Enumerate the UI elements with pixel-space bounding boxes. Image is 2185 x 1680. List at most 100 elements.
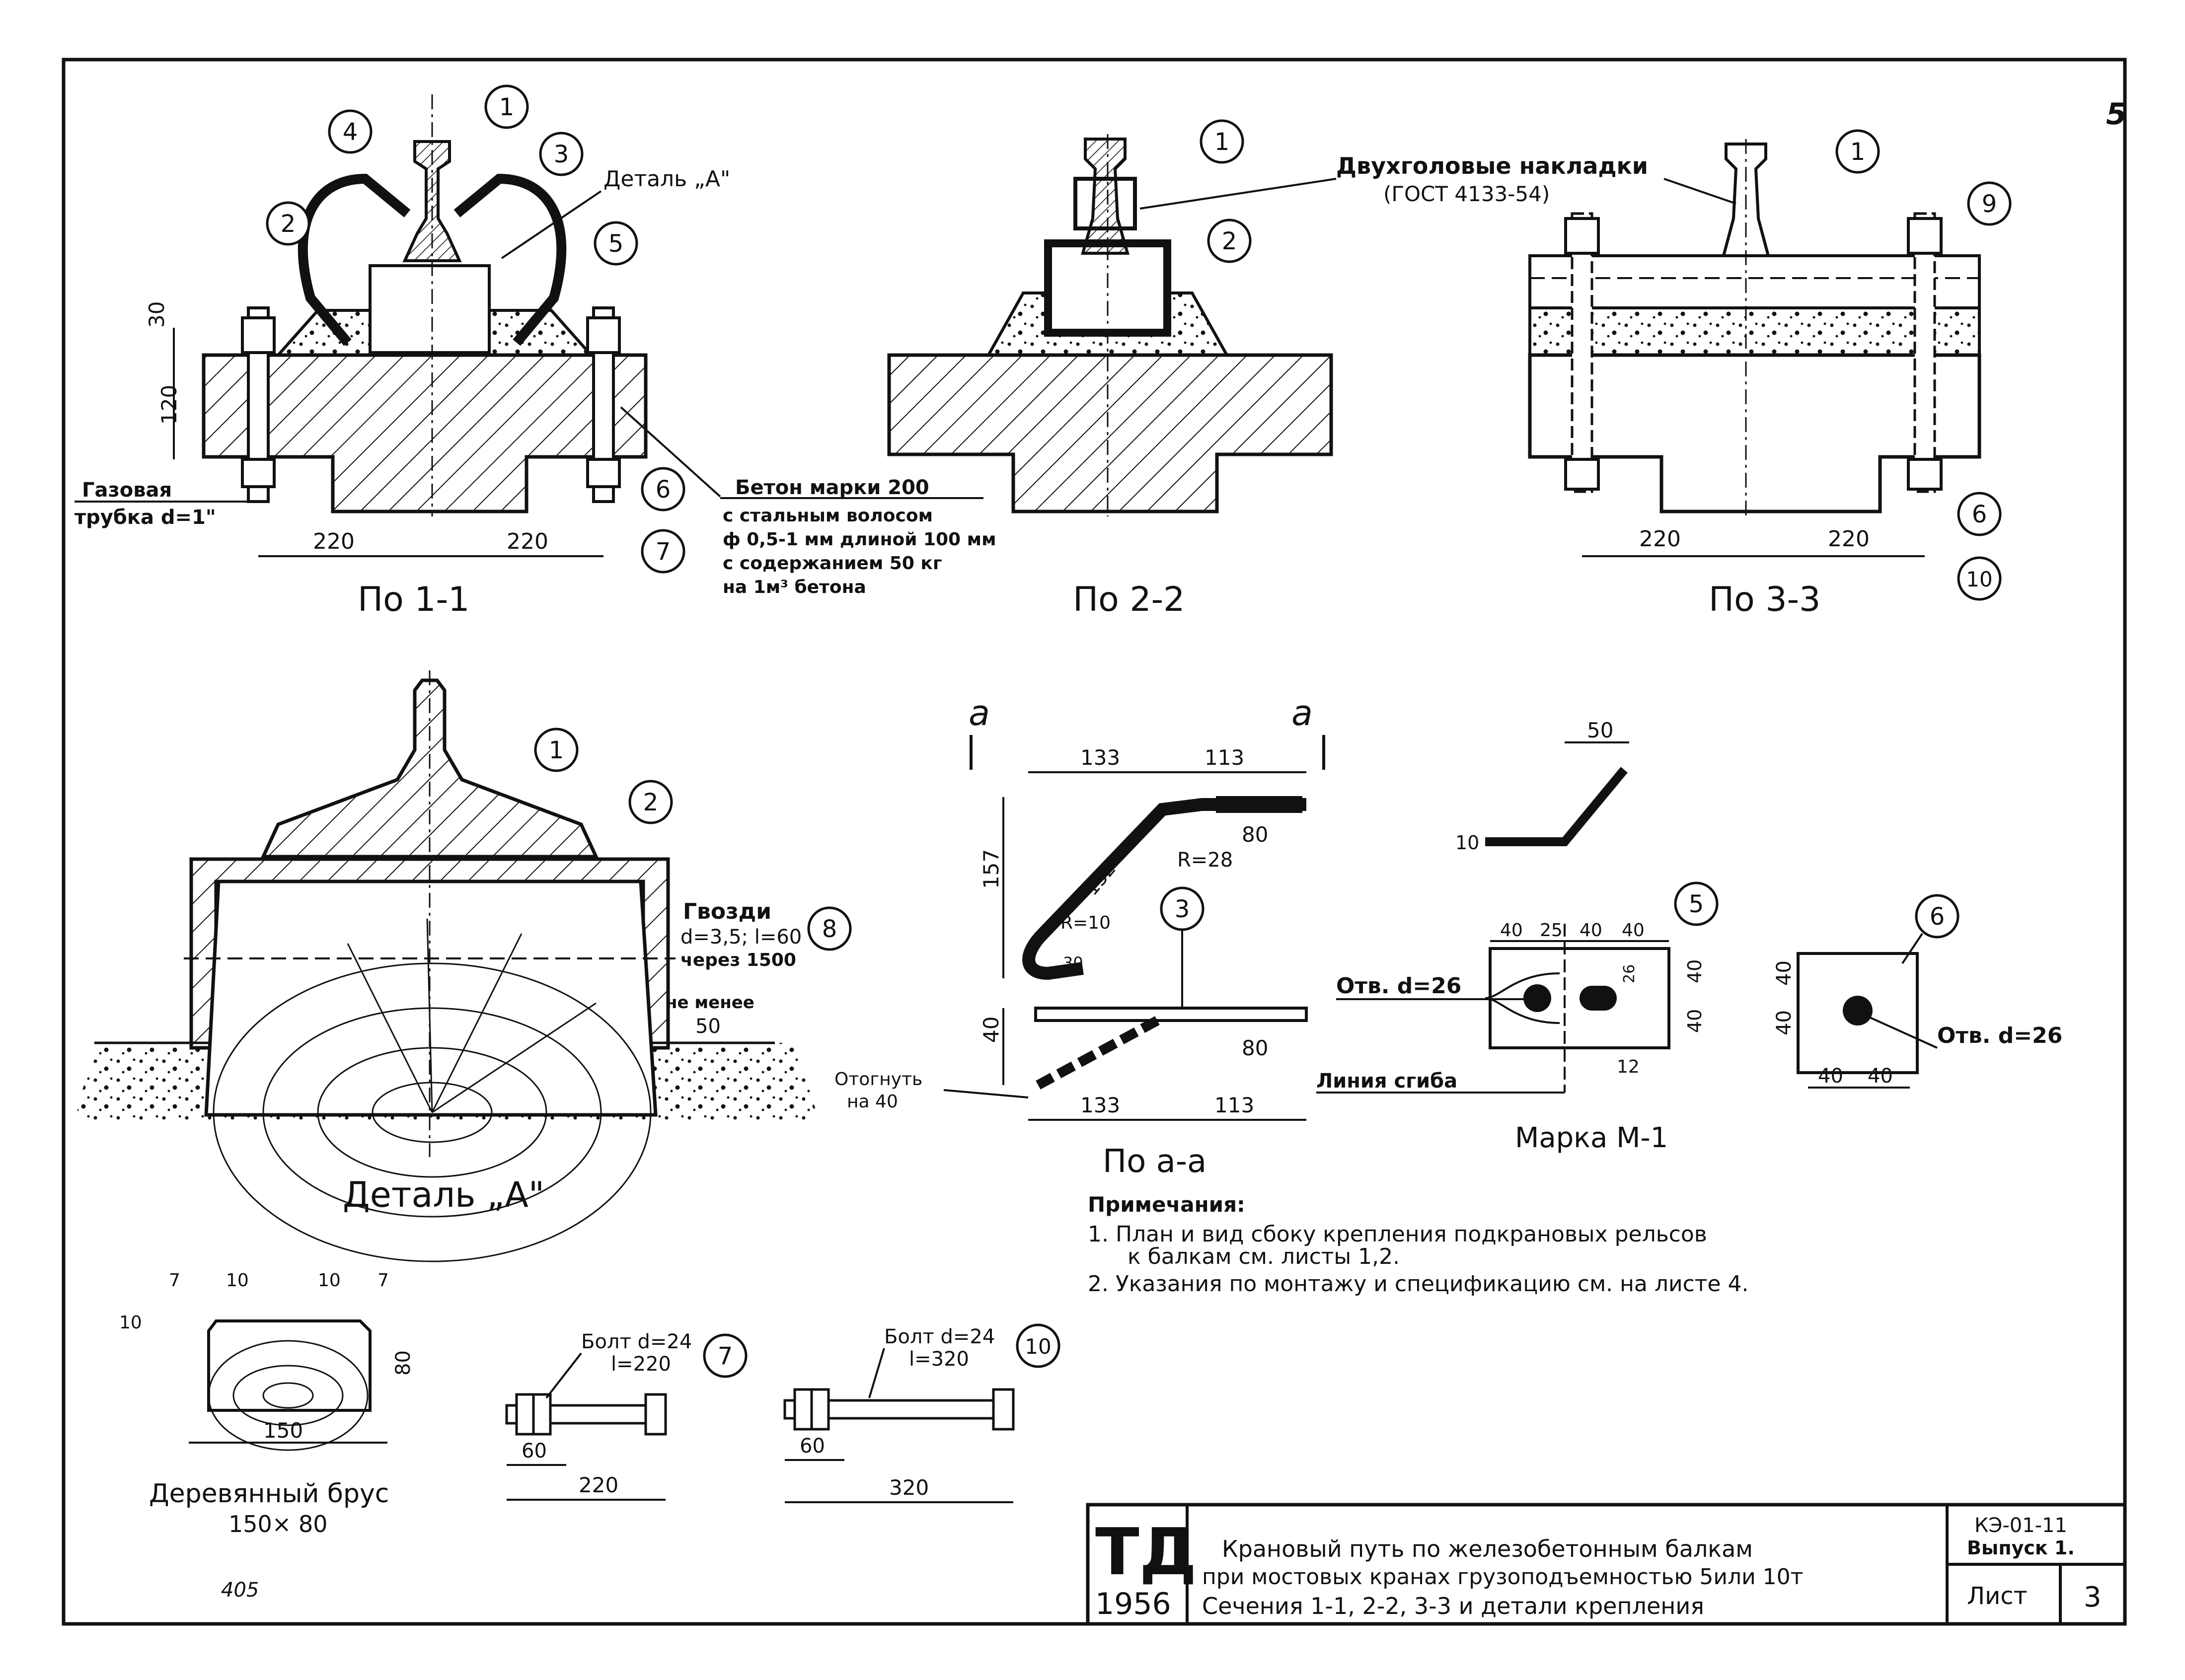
dim-top-3: 40 xyxy=(1580,920,1602,941)
steel-channel xyxy=(189,857,670,1050)
dim-10b: 10 xyxy=(318,1270,341,1291)
notes-heading: Примечания: xyxy=(1088,1192,1245,1217)
plate-hole xyxy=(1843,996,1873,1025)
dim-40b: 40 xyxy=(1684,1009,1706,1033)
dim-right: 220 xyxy=(507,529,548,554)
section-1-1: 30 120 Газовая трубка d=1" 220 220 Детал… xyxy=(75,84,730,619)
svg-text:2: 2 xyxy=(643,789,659,816)
bolt-nut-1 xyxy=(793,1388,813,1431)
marker-1: 1 xyxy=(534,728,579,772)
note-line-4: с содержанием 50 кг xyxy=(723,553,942,574)
rod-bent-dashed xyxy=(1036,1016,1160,1090)
detail-ref: Деталь „А" xyxy=(603,166,730,192)
dim-133-bottom: 133 xyxy=(1080,1093,1120,1117)
bolt-7: Болт d=24 l=220 7 60 220 xyxy=(505,1330,748,1501)
nut-left-top xyxy=(241,316,276,354)
nut-right-bottom xyxy=(586,458,621,488)
dim-7b: 7 xyxy=(377,1270,389,1291)
timber-bar xyxy=(1528,254,1981,309)
svg-text:6: 6 xyxy=(656,476,671,504)
nut-right-top xyxy=(1907,217,1943,255)
timber-section xyxy=(204,879,658,1117)
doc-code: КЭ-01-11 xyxy=(1974,1514,2067,1537)
pipe-label-2: трубка d=1" xyxy=(75,506,216,529)
plates-label: Двухголовые накладки xyxy=(1336,152,1648,179)
nut-right-top xyxy=(586,316,621,354)
bolt-length: l=220 xyxy=(611,1353,671,1376)
marker-3: 3 xyxy=(539,132,584,176)
plates-standard: (ГОСТ 4133-54) xyxy=(1383,182,1550,206)
plates-leader-left xyxy=(1139,178,1337,210)
dim-7a: 7 xyxy=(169,1270,180,1291)
note-line-5: на 1м³ бетона xyxy=(723,577,866,597)
marker-6: 6 xyxy=(1915,894,1959,939)
page-number: 5 xyxy=(2106,97,2127,132)
dim-30: 30 xyxy=(1063,953,1083,972)
wood-grain xyxy=(208,1340,369,1451)
dim-133-top: 133 xyxy=(1080,745,1120,770)
marker-9: 9 xyxy=(1967,181,2012,226)
joint-plates xyxy=(1073,177,1137,230)
dim-40-left: 40 xyxy=(1818,1065,1843,1088)
dim-80-top: 80 xyxy=(1242,822,1268,847)
hole-label: Отв. d=26 xyxy=(1336,973,1461,999)
bolt-nut-2 xyxy=(532,1393,552,1436)
dim-113-top: 113 xyxy=(1205,745,1244,770)
marker-5: 5 xyxy=(594,221,638,266)
dim-top-1: 40 xyxy=(1500,920,1523,941)
nut-left-bottom xyxy=(1564,458,1600,491)
note-line-3: ф 0,5-1 мм длиной 100 мм xyxy=(723,529,996,550)
marker-7: 7 xyxy=(703,1333,748,1378)
section-title: По 3-3 xyxy=(1709,580,1820,619)
dim-40-right: 40 xyxy=(1868,1065,1893,1088)
dim-top-4: 40 xyxy=(1622,920,1645,941)
dim-60: 60 xyxy=(800,1435,825,1458)
pipe-label-1: Газовая xyxy=(82,479,172,502)
hole-left xyxy=(1523,984,1551,1012)
year: 1956 xyxy=(1095,1587,1171,1621)
r28: R=28 xyxy=(1177,849,1233,872)
sheet-label: Лист xyxy=(1967,1582,2028,1610)
title-block: ТД 1956 Крановый путь по железобетонным … xyxy=(1086,1503,2127,1626)
marker-1: 1 xyxy=(1200,119,1244,164)
rail-profile xyxy=(402,140,462,262)
plate-6: 40 40 40 40 Отв. d=26 6 xyxy=(1773,894,2062,1089)
svg-text:1: 1 xyxy=(1214,128,1230,156)
svg-text:1: 1 xyxy=(549,736,564,764)
plates-leader-right xyxy=(1663,178,1736,205)
svg-text:10: 10 xyxy=(1966,567,1992,591)
view-title: По а-а xyxy=(1103,1143,1206,1180)
cut-letter-right: а xyxy=(1291,693,1313,733)
svg-text:6: 6 xyxy=(1930,903,1945,931)
dim-220: 220 xyxy=(579,1473,618,1497)
note-1b: к балкам см. листы 1,2. xyxy=(1128,1244,1400,1269)
bolt-10: Болт d=24 l=320 10 60 320 xyxy=(783,1323,1060,1503)
svg-text:9: 9 xyxy=(1982,190,1997,218)
marker-3: 3 xyxy=(1160,886,1205,931)
dim-80: 80 xyxy=(392,1350,415,1376)
svg-text:2: 2 xyxy=(1222,227,1237,255)
section-title: По 2-2 xyxy=(1073,580,1185,619)
timber-bar xyxy=(369,264,491,354)
beam-body xyxy=(202,353,648,513)
dim-10a: 10 xyxy=(226,1270,249,1291)
nails-spec: d=3,5; l=60 xyxy=(680,926,802,949)
bend-note-leader xyxy=(943,1089,1029,1098)
title-line-3: Сечения 1-1, 2-2, 3-3 и детали крепления xyxy=(1202,1593,1704,1619)
beam-body xyxy=(887,353,1333,513)
svg-text:3: 3 xyxy=(554,141,569,168)
dim-12: 12 xyxy=(1617,1057,1640,1077)
logo: ТД xyxy=(1095,1514,1197,1590)
marker-6: 6 xyxy=(1957,492,2002,536)
dim-10: 10 xyxy=(1455,832,1479,854)
dim-26: 26 xyxy=(1621,964,1638,983)
svg-text:8: 8 xyxy=(822,915,837,943)
anchor-rod xyxy=(1022,798,1306,980)
hole-label: Отв. d=26 xyxy=(1937,1023,2062,1048)
bolt-nut-1 xyxy=(515,1393,535,1436)
hole-leader xyxy=(1860,1012,1938,1049)
detail-title: Деталь „А" xyxy=(343,1174,544,1215)
title-line-2: при мостовых кранах грузоподъемностью 5и… xyxy=(1202,1564,1803,1590)
dim-50: 50 xyxy=(1587,718,1613,742)
